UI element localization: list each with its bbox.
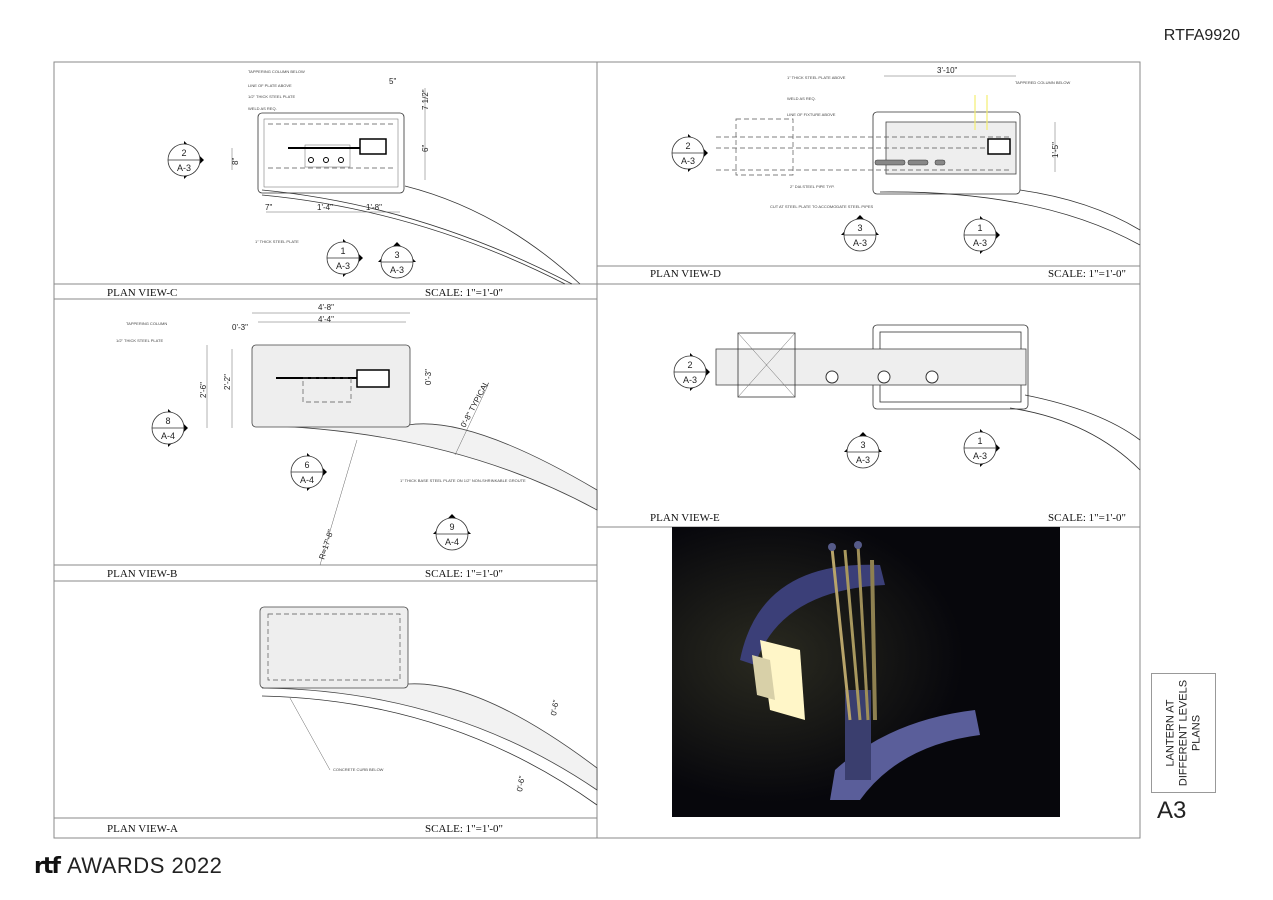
title-line: PLANS <box>1190 714 1202 752</box>
annotation-note: 2" DIA STEEL PIPE TYP. <box>790 184 834 189</box>
annotation-note: A-3 <box>336 261 350 271</box>
dimension-label: 6" <box>421 145 430 152</box>
dimension-label: 3'-10" <box>937 66 958 75</box>
section-marker: 1A-3 <box>963 429 1000 467</box>
annotation-note: A-3 <box>390 265 404 275</box>
section-marker: 8A-4 <box>151 409 188 447</box>
dimension-label: 2'-6" <box>199 382 208 398</box>
panel-scale: SCALE: 1"=1'-0" <box>1048 512 1126 524</box>
annotation-note: A-3 <box>681 156 695 166</box>
annotation-note: A-3 <box>973 238 987 248</box>
annotation-note: 1 <box>977 223 982 233</box>
annotation-note: A-3 <box>856 455 870 465</box>
annotation-note: A-3 <box>177 163 191 173</box>
title-block: LANTERN AT DIFFERENT LEVELS PLANS <box>1151 673 1216 793</box>
panel-title: PLAN VIEW-D <box>650 268 721 280</box>
panel-title: PLAN VIEW-B <box>107 568 177 580</box>
panel-title: PLAN VIEW-C <box>107 287 177 299</box>
plan-view-d: 1" THICK STEEL PLATE ABOVE WELD AS REQ. … <box>650 66 1141 280</box>
annotation-note: 2 <box>685 141 690 151</box>
rtf-logo-mark: rtf <box>34 853 61 879</box>
dimension-label: 4'-8" <box>318 303 334 312</box>
section-marker: 2A-3 <box>673 353 710 391</box>
annotation-note: 1" THICK STEEL PLATE <box>255 239 299 244</box>
annotation-note: LINE OF FIXTURE ABOVE <box>787 112 836 117</box>
sheet-number: A3 <box>1157 797 1187 824</box>
annotation-note: TAPPERING COLUMN <box>126 321 167 326</box>
section-marker: 9A-4 <box>433 514 471 551</box>
section-marker: 6A-4 <box>290 453 327 491</box>
annotation-note: 8 <box>165 416 170 426</box>
annotation-note: 1 <box>340 246 345 256</box>
annotation-note: A-3 <box>683 375 697 385</box>
annotation-note: 6 <box>304 460 309 470</box>
title-line: DIFFERENT LEVELS <box>1177 679 1189 787</box>
dimension-label: 2'-2" <box>223 374 232 390</box>
logo-text: AWARDS 2022 <box>66 853 223 878</box>
lantern-render <box>672 527 1060 817</box>
annotation-note: 9 <box>449 522 454 532</box>
panel-scale: SCALE: 1"=1'-0" <box>1048 268 1126 280</box>
title-line: LANTERN AT <box>1164 699 1176 767</box>
dimension-label: 0'-6" <box>549 699 561 716</box>
plan-view-a: CONCRETE CURB BELOW 0'-6" 0'-6" PLAN VIE… <box>107 606 598 835</box>
dimension-label: 7 1/2" <box>421 89 430 110</box>
dimension-label: 1'-5" <box>1051 142 1060 158</box>
annotation-note: WELD AS REQ. <box>248 106 277 111</box>
annotation-note: A-4 <box>300 475 314 485</box>
annotation-note: 1/2" THICK STEEL PLATE <box>116 338 163 343</box>
dimension-label: 7" <box>265 203 272 212</box>
annotation-note: 3 <box>857 223 862 233</box>
section-marker: 3A-3 <box>378 242 416 279</box>
panel-scale: SCALE: 1"=1'-0" <box>425 568 503 580</box>
annotation-note: A-3 <box>853 238 867 248</box>
annotation-note: 3 <box>860 440 865 450</box>
annotation-note: 1 <box>977 436 982 446</box>
plan-view-e: 2A-3 3A-3 1A-3 PLAN VIEW-E SCALE: 1"=1'-… <box>650 324 1141 524</box>
annotation-note: 1" THICK BASE STEEL PLATE ON 1/2" NON-SH… <box>400 478 526 483</box>
panel-title: PLAN VIEW-E <box>650 512 720 524</box>
plan-view-c: TAPPERING COLUMN BELOW LINE OF PLATE ABO… <box>107 69 581 299</box>
annotation-note: A-4 <box>161 431 175 441</box>
annotation-note: WELD AS REQ. <box>787 96 816 101</box>
section-marker: 1A-3 <box>326 239 363 277</box>
panel-scale: SCALE: 1"=1'-0" <box>425 287 503 299</box>
rtf-awards-logo: rtf AWARDS 2022 <box>34 853 222 879</box>
annotation-note: LINE OF PLATE ABOVE <box>248 83 292 88</box>
annotation-note: CONCRETE CURB BELOW <box>333 767 384 772</box>
annotation-note: 1/2" THICK STEEL PLATE <box>248 94 295 99</box>
annotation-note: 1" THICK STEEL PLATE ABOVE <box>787 75 846 80</box>
annotation-note: A-4 <box>445 537 459 547</box>
annotation-note: TAPPERED COLUMN BELOW <box>1015 80 1070 85</box>
dimension-label: 8" <box>231 158 240 165</box>
section-marker: 3A-3 <box>844 432 882 469</box>
section-marker: 3A-3 <box>841 215 879 252</box>
panel-scale: SCALE: 1"=1'-0" <box>425 823 503 835</box>
annotation-note: CUT AT STEEL PLATE TO ACCOMODATE STEEL P… <box>770 204 874 209</box>
annotation-note: A-3 <box>973 451 987 461</box>
panel-title: PLAN VIEW-A <box>107 823 178 835</box>
dimension-label: R=17'-8" <box>317 528 335 560</box>
section-marker: 2A-3 <box>167 141 204 179</box>
annotation-note: TAPPERING COLUMN BELOW <box>248 69 305 74</box>
section-marker: 2A-3 <box>671 134 708 172</box>
dimension-label: 1'-4" <box>317 203 333 212</box>
annotation-note: 2 <box>687 360 692 370</box>
section-marker: 1A-3 <box>963 216 1000 254</box>
plan-view-b: TAPPERING COLUMN 1/2" THICK STEEL PLATE … <box>107 303 598 580</box>
dimension-label: 5" <box>389 77 396 86</box>
dimension-label: 0'-6" <box>515 775 527 792</box>
annotation-note: 3 <box>394 250 399 260</box>
annotation-note: 2 <box>181 148 186 158</box>
sheet-frame <box>53 61 1141 839</box>
dimension-label: 0'-3" <box>424 369 433 385</box>
dimension-label: 0'-3" <box>232 323 248 332</box>
dimension-label: 0'-8" TYPICAL <box>459 379 491 429</box>
dimension-label: 4'-4" <box>318 315 334 324</box>
sheet-id: RTFA9920 <box>1163 27 1240 44</box>
dimension-label: 1'-8" <box>366 203 382 212</box>
